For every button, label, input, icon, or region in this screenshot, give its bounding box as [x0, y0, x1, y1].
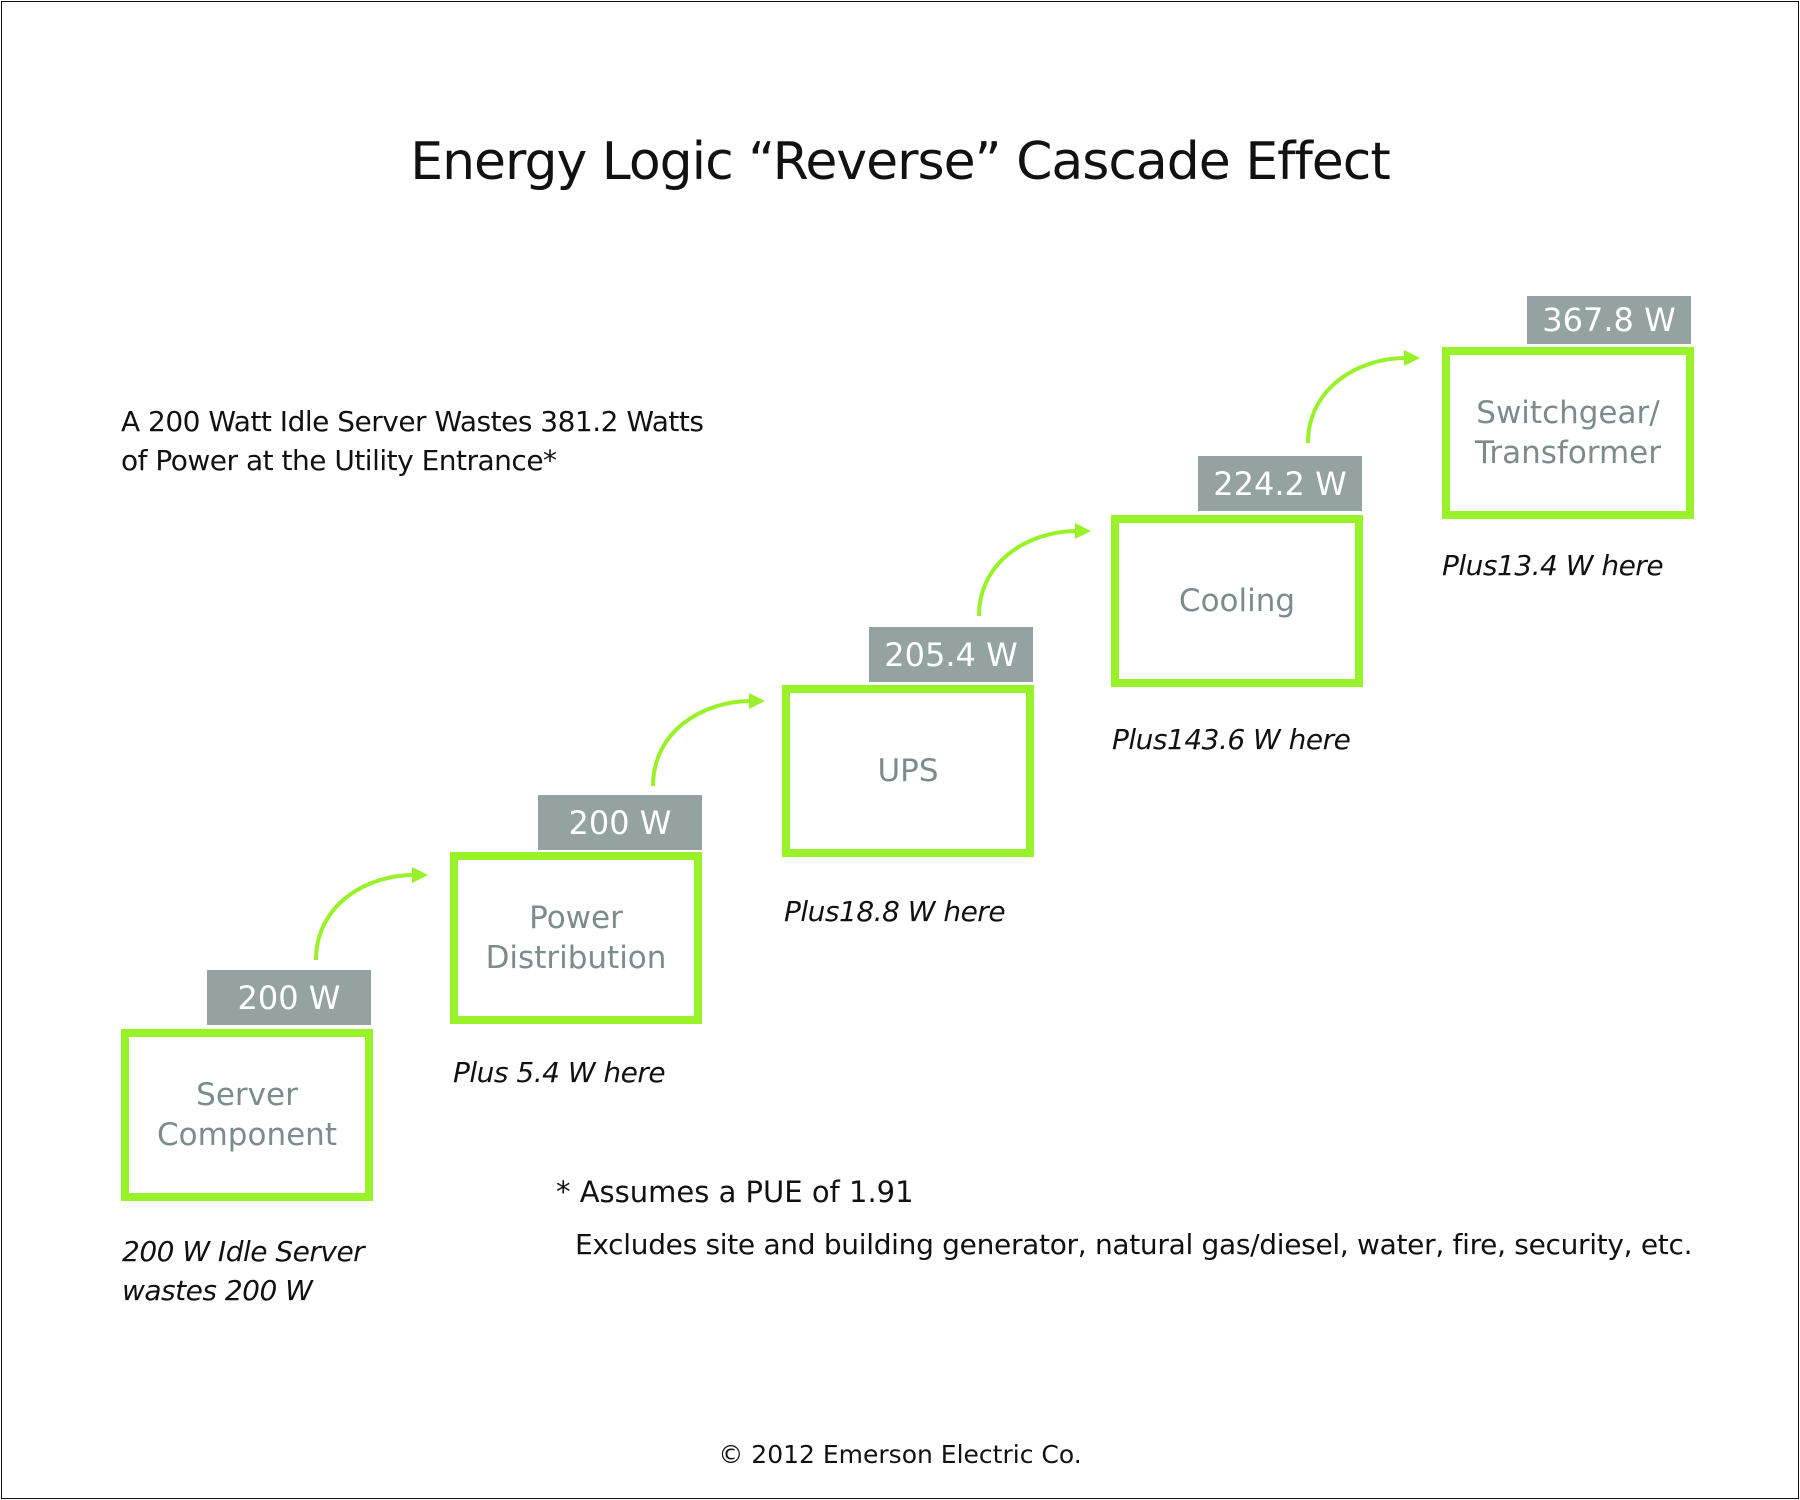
note-server: 200 W Idle Server wastes 200 W — [122, 1232, 365, 1310]
box-switchgear-transformer: Switchgear/Transformer — [1442, 347, 1694, 519]
watt-label-server: 200 W — [207, 970, 371, 1025]
subtitle-line1: A 200 Watt Idle Server Wastes 381.2 Watt… — [121, 405, 704, 438]
cascade-arrow — [1306, 356, 1407, 444]
box-label-line1: UPS — [877, 753, 939, 789]
watt-label-switchgear: 367.8 W — [1527, 296, 1691, 344]
box-label-line1: Cooling — [1178, 583, 1296, 619]
note-power-distribution: Plus 5.4 W here — [453, 1056, 666, 1089]
footnote-exclusions: Excludes site and building generator, na… — [575, 1228, 1693, 1261]
copyright: © 2012 Emerson Electric Co. — [718, 1440, 1082, 1469]
watt-label-ups: 205.4 W — [869, 627, 1033, 682]
note-cooling: Plus143.6 W here — [1112, 723, 1351, 756]
arrowhead-icon — [1075, 523, 1091, 539]
note-switchgear: Plus13.4 W here — [1442, 549, 1664, 582]
subtitle: A 200 Watt Idle Server Wastes 381.2 Watt… — [121, 402, 704, 480]
box-label-line1: Server — [196, 1077, 298, 1113]
box-cooling: Cooling — [1111, 515, 1363, 687]
note-line2: wastes 200 W — [122, 1274, 313, 1307]
box-label-line2: Transformer — [1474, 435, 1661, 471]
watt-label-power-distribution: 200 W — [538, 795, 702, 850]
note-line1: 200 W Idle Server — [122, 1235, 365, 1268]
box-label-line1: Switchgear/ — [1476, 395, 1660, 431]
diagram-title: Energy Logic “Reverse” Cascade Effect — [410, 132, 1391, 192]
subtitle-line2: of Power at the Utility Entrance* — [121, 444, 557, 477]
cascade-arrow — [977, 529, 1078, 617]
box-label-line1: Power — [529, 900, 623, 936]
arrowhead-icon — [749, 693, 765, 709]
note-ups: Plus18.8 W here — [784, 895, 1006, 928]
footnote-pue: * Assumes a PUE of 1.91 — [556, 1175, 914, 1209]
box-label-line2: Component — [157, 1117, 337, 1153]
box-ups: UPS — [782, 685, 1034, 857]
arrowhead-icon — [412, 867, 428, 883]
arrowhead-icon — [1404, 350, 1420, 366]
box-label-line2: Distribution — [485, 940, 667, 976]
cascade-arrow — [314, 873, 415, 961]
watt-label-cooling: 224.2 W — [1198, 456, 1362, 511]
cascade-arrow — [651, 699, 752, 787]
